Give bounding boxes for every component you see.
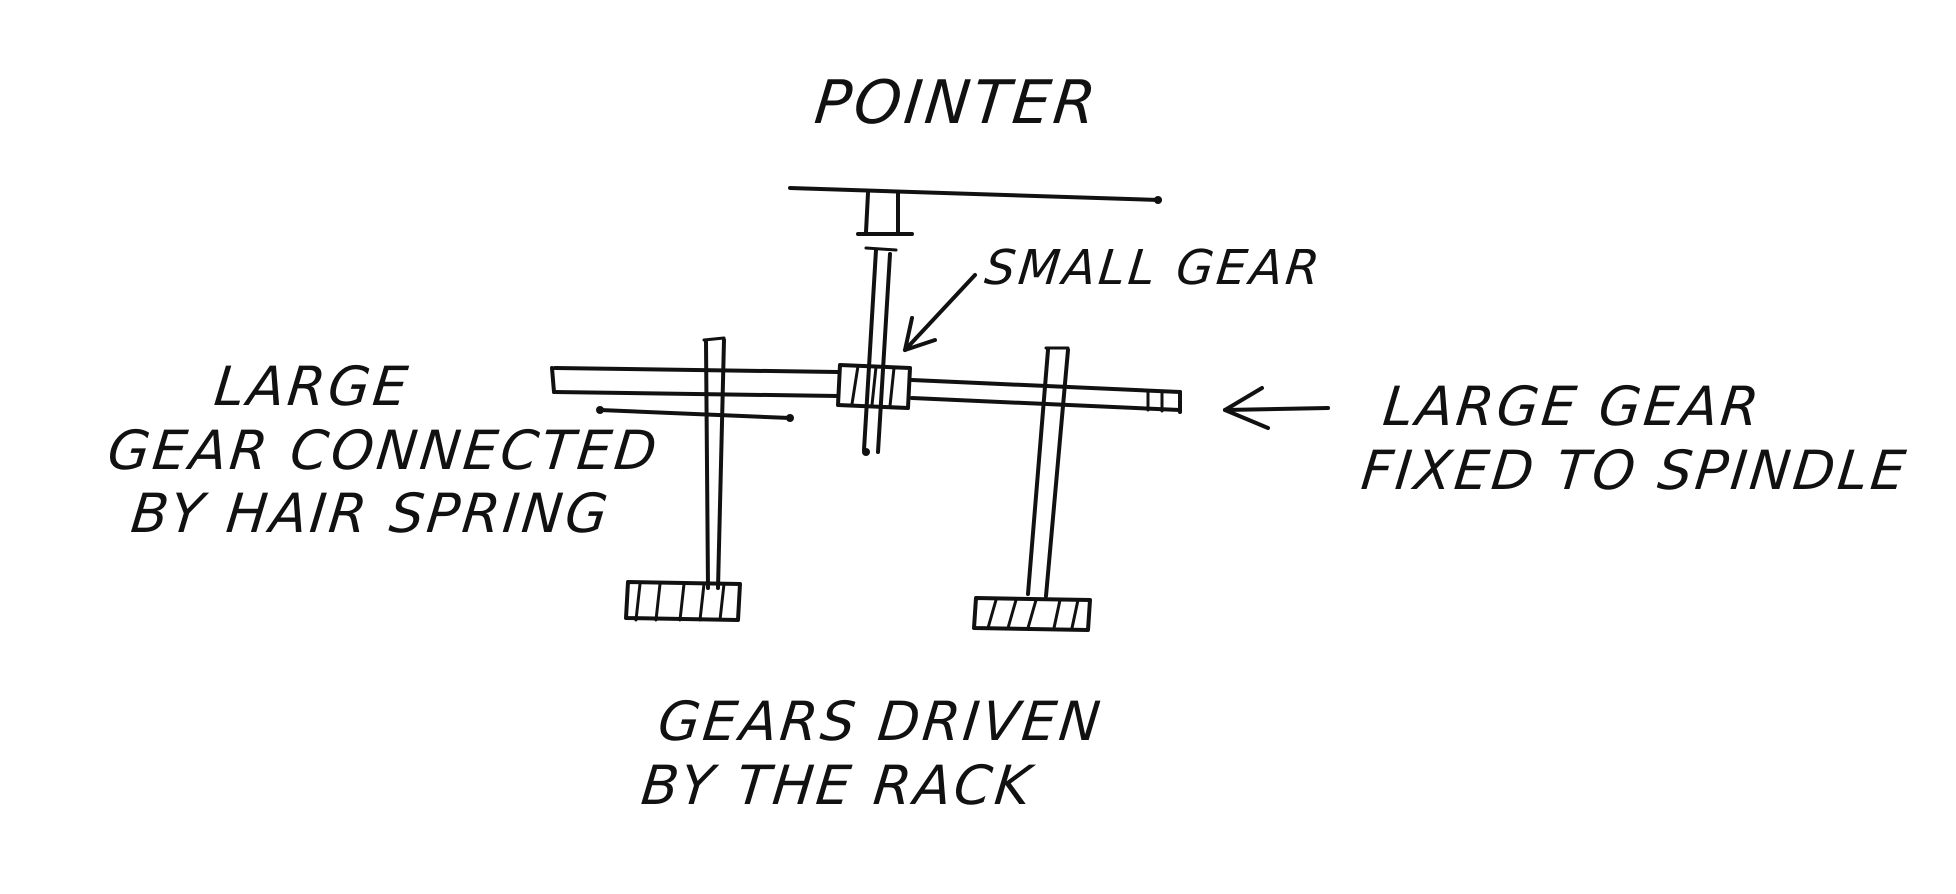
right-rack-base	[972, 596, 1092, 632]
small-gear	[836, 363, 912, 410]
pointer-tip	[1154, 196, 1162, 204]
left-disc-top	[553, 366, 840, 374]
right-arrow-head	[1223, 386, 1270, 430]
pointer	[788, 186, 1162, 236]
left-rack-gear	[624, 336, 742, 622]
left-disc-edge	[550, 366, 556, 394]
left-disc-lower-end-right	[786, 414, 794, 422]
label-large-gear-left-line-3: BY HAIR SPRING	[128, 482, 614, 546]
left-post-top	[702, 336, 726, 342]
label-small-gear: SMALL GEAR	[982, 240, 1326, 296]
pointer-hub	[856, 191, 914, 236]
small-gear-teeth	[850, 364, 896, 408]
left-disc-lower-end	[596, 406, 604, 414]
right-disc-end-marks	[1146, 390, 1164, 413]
pointer-needle	[788, 186, 1162, 202]
small-gear-arrow-shaft	[903, 273, 977, 352]
label-large-gear-left-line-1: LARGE	[211, 355, 414, 418]
label-large-gear-left: LARGE GEAR CONNECTED BY HAIR SPRING	[98, 355, 669, 546]
right-post	[1026, 348, 1070, 598]
label-gears-driven: GEARS DRIVEN BY THE RACK	[638, 690, 1106, 817]
spindle	[862, 246, 898, 456]
right-rack-teeth	[986, 598, 1080, 630]
label-large-gear-right: LARGE GEAR FIXED TO SPINDLE	[1358, 375, 1918, 502]
label-large-gear-left-line-2: GEAR CONNECTED	[104, 418, 663, 482]
right-label-arrow	[1223, 386, 1330, 430]
right-rack-gear	[972, 346, 1092, 632]
spindle-top	[864, 246, 898, 252]
small-gear-arrow	[903, 273, 977, 352]
left-disc-mid	[552, 390, 840, 398]
label-gears-driven-line-1: GEARS DRIVEN	[655, 690, 1107, 753]
left-disc-lower	[598, 408, 792, 420]
spindle-shaft	[862, 248, 892, 454]
large-gear-left	[550, 366, 840, 422]
right-arrow-shaft	[1223, 406, 1330, 412]
left-rack-teeth	[634, 582, 726, 622]
small-gear-body	[836, 363, 912, 410]
left-post	[704, 338, 726, 590]
right-disc-bottom	[910, 396, 1182, 412]
label-large-gear-right-line-1: LARGE GEAR	[1380, 375, 1765, 438]
label-gears-driven-line-2: BY THE RACK	[638, 753, 1037, 817]
small-gear-arrow-head	[903, 316, 937, 352]
label-pointer: POINTER	[811, 68, 1102, 138]
spindle-bottom	[862, 448, 870, 456]
label-large-gear-right-line-2: FIXED TO SPINDLE	[1358, 438, 1912, 502]
